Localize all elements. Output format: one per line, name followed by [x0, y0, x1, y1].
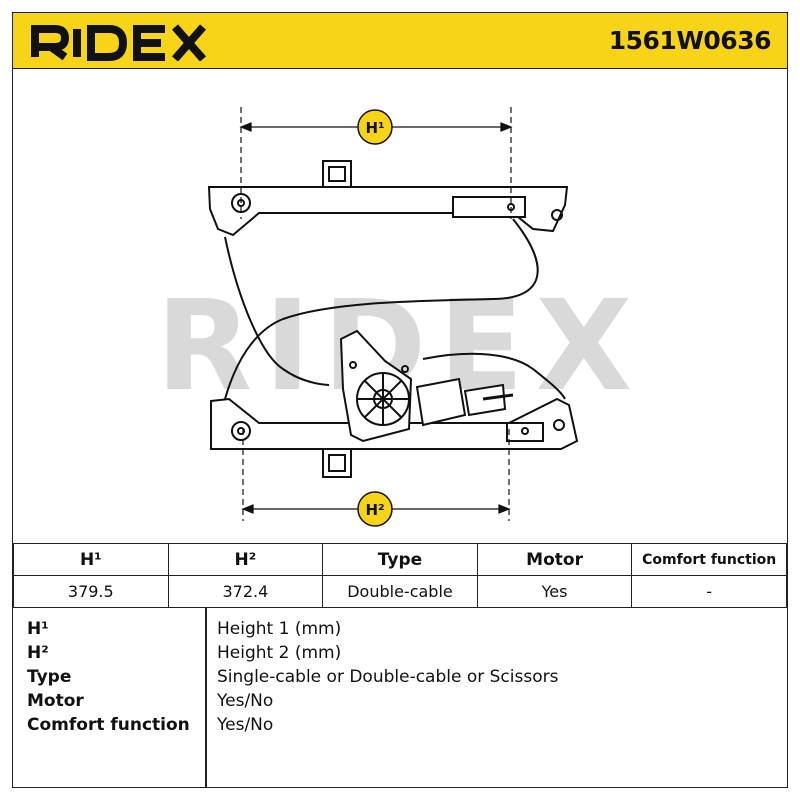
spec-value-h2: 372.4 — [167, 575, 324, 608]
spec-value-motor: Yes — [476, 575, 633, 608]
h1-badge — [357, 109, 393, 145]
legend-terms: H¹ H² Type Motor Comfort function — [27, 617, 202, 737]
legend-definition: Yes/No — [217, 715, 274, 735]
legend-definition: Height 2 (mm) — [217, 643, 342, 663]
h2-badge — [357, 491, 393, 527]
spec-header-comfort-function: Comfort function — [631, 543, 787, 576]
spec-header-h1: H¹ — [13, 543, 169, 576]
spec-table: H¹ H² Type Motor Comfort function 379.5 … — [13, 543, 787, 608]
legend-term: H² — [27, 643, 49, 663]
cable-right — [422, 352, 566, 400]
pulley-bottom-right — [553, 419, 565, 431]
pulley-top-right — [551, 209, 563, 221]
spec-value-h1: 379.5 — [13, 575, 169, 608]
legend-section: H¹ H² Type Motor Comfort function Height… — [13, 607, 787, 787]
part-number: 1561W0636 — [608, 26, 772, 55]
ridex-logo — [29, 21, 209, 66]
spec-value-type: Double-cable — [322, 575, 478, 608]
motor-body — [415, 377, 467, 427]
header-bar: 1561W0636 — [13, 13, 787, 69]
spec-header-h2: H² — [167, 543, 324, 576]
legend-term: Type — [27, 667, 72, 687]
legend-definition: Yes/No — [217, 691, 274, 711]
spec-value-row: 379.5 372.4 Double-cable Yes - — [13, 575, 787, 608]
h2-label: H² — [365, 501, 384, 519]
window-regulator-drawing: RIDEX — [13, 69, 787, 543]
legend-definitions: Height 1 (mm) Height 2 (mm) Single-cable… — [217, 617, 777, 737]
legend-term: H¹ — [27, 619, 49, 639]
spec-header-row: H¹ H² Type Motor Comfort function — [13, 543, 787, 576]
legend-definition: Height 1 (mm) — [217, 619, 342, 639]
cable-upper — [224, 236, 330, 386]
spec-header-motor: Motor — [476, 543, 633, 576]
cable-lower — [224, 218, 539, 400]
pulley-bottom-left — [231, 421, 251, 441]
legend-divider — [205, 607, 207, 787]
legend-definition: Single-cable or Double-cable or Scissors — [217, 667, 559, 687]
legend-term: Comfort function — [27, 715, 190, 735]
spec-header-type: Type — [322, 543, 478, 576]
product-sheet: 1561W0636 RIDEX — [12, 12, 788, 788]
h1-label: H¹ — [365, 119, 384, 137]
spec-value-comfort-function: - — [631, 575, 787, 608]
legend-term: Motor — [27, 691, 84, 711]
